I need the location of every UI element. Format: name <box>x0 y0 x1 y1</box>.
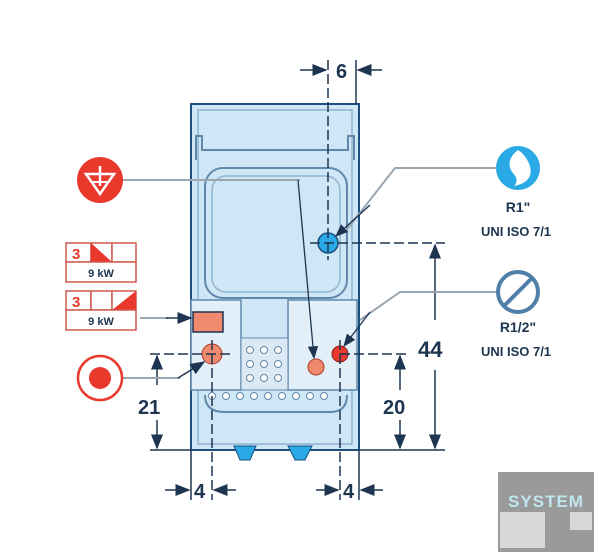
electrical-terminal <box>192 311 224 333</box>
dim-left-offset: 4 <box>194 481 206 503</box>
water-inlet-size: R1" <box>506 199 531 215</box>
power-phases-2: 3 <box>72 294 80 311</box>
power-rating-1: 3 9 kW <box>65 242 137 283</box>
drain-icon <box>496 270 540 314</box>
dim-water-height: 44 <box>418 337 443 362</box>
lead-lines <box>122 167 496 379</box>
drain-standard: UNI ISO 7/1 <box>481 344 551 359</box>
dimension-labels: 6 44 21 20 4 4 <box>138 61 443 503</box>
system-logo: SYSTEM <box>498 472 594 552</box>
equipotential-point <box>307 358 325 376</box>
power-kw-1: 9 kW <box>88 268 114 280</box>
dim-right-height: 20 <box>383 397 405 419</box>
dim-left-height: 21 <box>138 397 160 419</box>
dim-right-offset: 4 <box>343 481 355 503</box>
dim-top-offset: 6 <box>336 61 347 83</box>
power-kw-2: 9 kW <box>88 316 114 328</box>
water-inlet-standard: UNI ISO 7/1 <box>481 224 551 239</box>
drain-size: R1/2" <box>500 319 536 335</box>
foot-right <box>287 445 313 461</box>
dimension-lines <box>150 60 445 500</box>
drain-grid <box>208 346 328 400</box>
logo-text: SYSTEM <box>508 492 584 511</box>
foot-left <box>233 445 257 461</box>
appliance-body <box>190 103 360 461</box>
electrical-connection-icon <box>76 354 124 402</box>
water-inlet-icon <box>496 146 540 190</box>
equipotential-icon <box>77 157 123 203</box>
power-rating-2: 3 9 kW <box>65 290 137 331</box>
power-phases-1: 3 <box>72 246 80 263</box>
